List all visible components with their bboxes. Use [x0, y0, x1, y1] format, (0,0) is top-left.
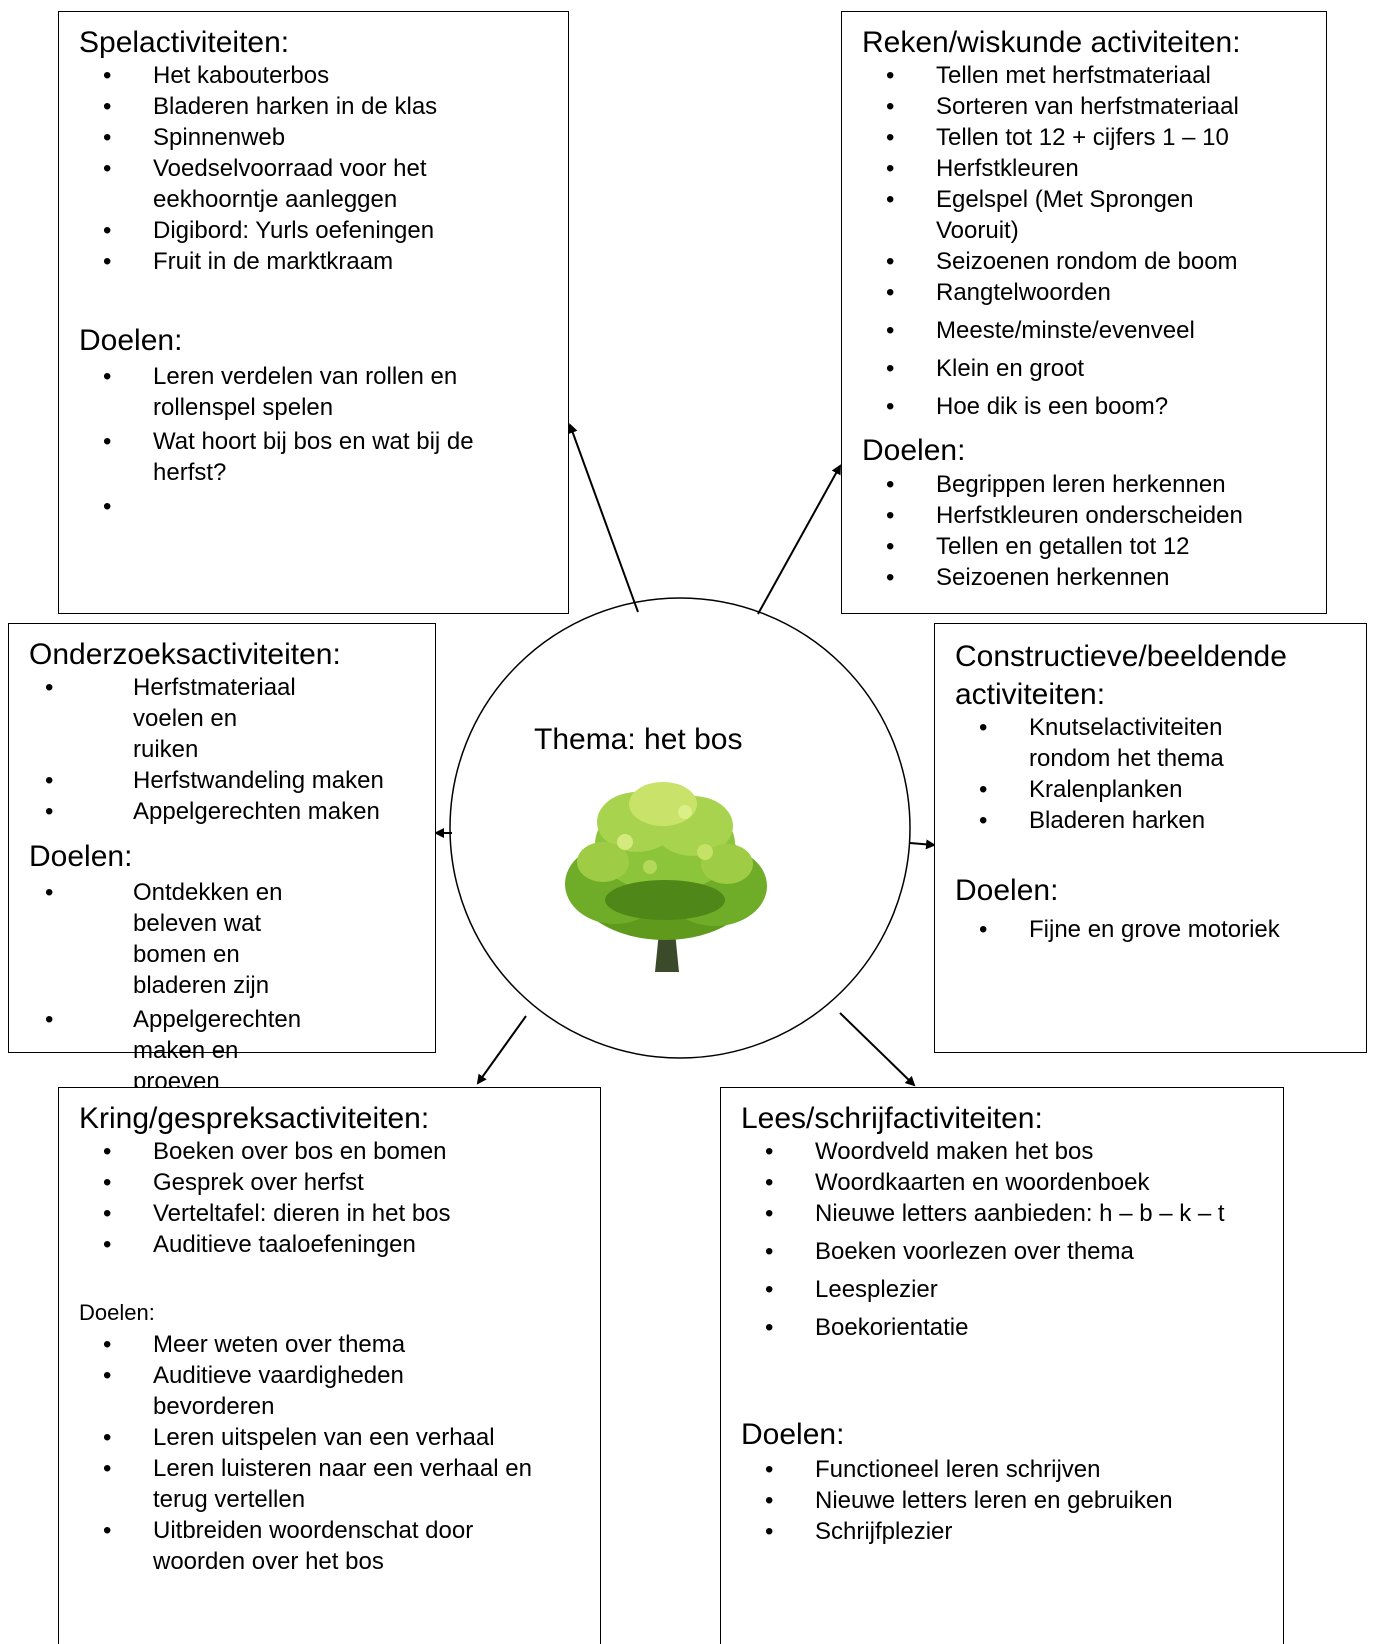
list-item: Boeken over bos en bomen [59, 1136, 579, 1167]
goals-title: Doelen: [79, 1300, 155, 1325]
activity-list: Woordveld maken het bos Woordkaarten en … [721, 1136, 1261, 1343]
activity-list: Herfstmateriaal voelen en ruiken Herfstw… [1, 672, 421, 827]
list-item: Seizoenen herkennen [842, 562, 1322, 593]
list-item: Fruit in de marktkraam [59, 246, 539, 277]
box-reken-wiskunde: Reken/wiskunde activiteiten: Tellen met … [841, 11, 1327, 614]
goals-title: Doelen: [29, 840, 133, 873]
list-item: Functioneel leren schrijven [721, 1454, 1261, 1485]
list-item: Hoe dik is een boom? [842, 391, 1322, 422]
arrow-to-lees [839, 1012, 916, 1087]
goals-list: Fijne en grove motoriek [935, 914, 1355, 945]
arrow-to-reken [757, 464, 841, 615]
list-item: Ontdekken en beleven wat bomen en blader… [1, 877, 293, 1001]
box-title: Onderzoeksactiviteiten: [29, 638, 341, 671]
list-item: Appelgerechten maken [1, 796, 421, 827]
box-title: Kring/gespreksactiviteiten: [79, 1102, 430, 1135]
list-item: Leren verdelen van rollen en rollenspel … [59, 361, 519, 423]
list-item: Sorteren van herfstmateriaal [842, 91, 1322, 122]
arrow-to-spel [568, 423, 639, 613]
box-title: Constructieve/beeldende activiteiten: [955, 640, 1287, 711]
list-item: Spinnenweb [59, 122, 539, 153]
list-item: Voedselvoorraad voor het eekhoorntje aan… [59, 153, 473, 215]
list-item: Tellen tot 12 + cijfers 1 – 10 [842, 122, 1322, 153]
list-item: Digibord: Yurls oefeningen [59, 215, 539, 246]
list-item: Leren uitspelen van een verhaal [59, 1422, 579, 1453]
list-item: Boekorientatie [721, 1312, 1261, 1343]
list-item [59, 491, 519, 522]
list-item: Nieuwe letters aanbieden: h – b – k – t [721, 1198, 1235, 1229]
list-item: Schrijfplezier [721, 1516, 1261, 1547]
goals-list: Functioneel leren schrijven Nieuwe lette… [721, 1454, 1261, 1547]
list-item: Auditieve taaloefeningen [59, 1229, 579, 1260]
list-item: Appelgerechten maken en proeven [1, 1004, 301, 1097]
activity-list: Het kabouterbos Bladeren harken in de kl… [59, 60, 539, 277]
goals-title: Doelen: [955, 874, 1059, 907]
list-item: Meer weten over thema [59, 1329, 579, 1360]
list-item: Knutselactiviteiten rondom het thema [935, 712, 1249, 774]
list-item: Bladeren harken [935, 805, 1355, 836]
list-item: Herfstwandeling maken [1, 765, 421, 796]
goals-title: Doelen: [79, 324, 183, 357]
arrow-to-constructief [909, 839, 936, 850]
list-item: Fijne en grove motoriek [935, 914, 1355, 945]
goals-title: Doelen: [862, 434, 966, 467]
list-item: Verteltafel: dieren in het bos [59, 1198, 579, 1229]
list-item: Uitbreiden woordenschat door woorden ove… [59, 1515, 533, 1577]
list-item: Tellen en getallen tot 12 [842, 531, 1322, 562]
tree-illustration [565, 782, 767, 972]
list-item: Bladeren harken in de klas [59, 91, 539, 122]
list-item: Woordkaarten en woordenboek [721, 1167, 1261, 1198]
box-kring-gespreksactiviteiten: Kring/gespreksactiviteiten: Boeken over … [58, 1087, 601, 1644]
list-item: Wat hoort bij bos en wat bij de herfst? [59, 426, 519, 488]
goals-list: Ontdekken en beleven wat bomen en blader… [1, 877, 421, 1097]
goals-list: Begrippen leren herkennen Herfstkleuren … [842, 469, 1322, 593]
box-title: Reken/wiskunde activiteiten: [862, 26, 1241, 59]
box-title: Lees/schrijfactiviteiten: [741, 1102, 1043, 1135]
box-title: Spelactiviteiten: [79, 26, 290, 59]
activity-list: Boeken over bos en bomen Gesprek over he… [59, 1136, 579, 1260]
list-item: Gesprek over herfst [59, 1167, 579, 1198]
theme-title: Thema: het bos [534, 723, 743, 756]
list-item: Nieuwe letters leren en gebruiken [721, 1485, 1261, 1516]
list-item: Begrippen leren herkennen [842, 469, 1322, 500]
list-item: Klein en groot [842, 353, 1322, 384]
box-constructieve-beeldende: Constructieve/beeldende activiteiten: Kn… [934, 623, 1367, 1053]
activity-list: Tellen met herfstmateriaal Sorteren van … [842, 60, 1322, 422]
list-item: Rangtelwoorden [842, 277, 1322, 308]
list-item: Leren luisteren naar een verhaal en teru… [59, 1453, 533, 1515]
goals-list: Leren verdelen van rollen en rollenspel … [59, 361, 519, 522]
goals-list: Meer weten over thema Auditieve vaardigh… [59, 1329, 579, 1577]
box-lees-schrijfactiviteiten: Lees/schrijfactiviteiten: Woordveld make… [720, 1087, 1284, 1644]
list-item: Boeken voorlezen over thema [721, 1236, 1261, 1267]
list-item: Leesplezier [721, 1274, 1261, 1305]
goals-title: Doelen: [741, 1418, 845, 1451]
arrow-to-kring [476, 1015, 527, 1085]
list-item: Seizoenen rondom de boom [842, 246, 1322, 277]
list-item: Herfstmateriaal voelen en ruiken [1, 672, 296, 765]
list-item: Kralenplanken [935, 774, 1355, 805]
list-item: Egelspel (Met Sprongen Vooruit) [842, 184, 1236, 246]
list-item: Herfstkleuren onderscheiden [842, 500, 1322, 531]
list-item: Auditieve vaardigheden bevorderen [59, 1360, 453, 1422]
list-item: Woordveld maken het bos [721, 1136, 1261, 1167]
box-spelactiviteiten: Spelactiviteiten: Het kabouterbos Blader… [58, 11, 569, 614]
list-item: Meeste/minste/evenveel [842, 315, 1322, 346]
list-item: Herfstkleuren [842, 153, 1322, 184]
list-item: Tellen met herfstmateriaal [842, 60, 1322, 91]
list-item: Het kabouterbos [59, 60, 539, 91]
box-onderzoeksactiviteiten: Onderzoeksactiviteiten: Herfstmateriaal … [8, 623, 436, 1095]
activity-list: Knutselactiviteiten rondom het thema Kra… [935, 712, 1355, 836]
